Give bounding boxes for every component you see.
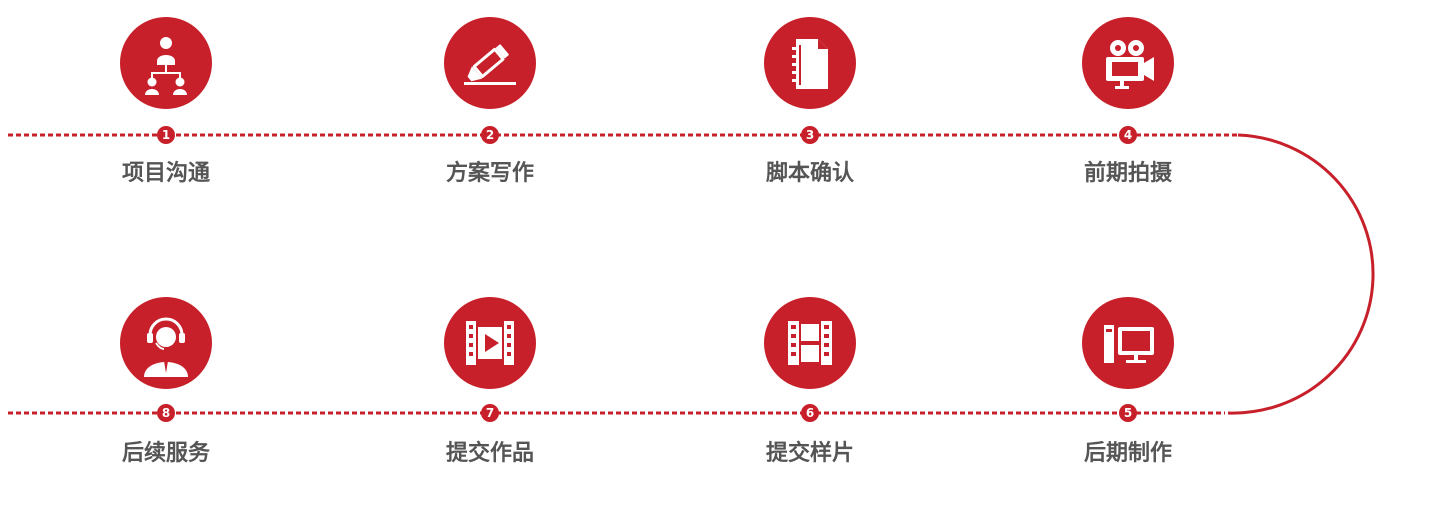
step-number-badge: 6 — [801, 404, 819, 422]
step-label: 项目沟通 — [121, 161, 210, 186]
step-number-badge: 7 — [481, 404, 499, 422]
step-number-badge: 2 — [481, 126, 499, 144]
pen-icon — [444, 17, 536, 109]
step-number-badge: 3 — [801, 126, 819, 144]
film-strip-icon — [764, 297, 856, 389]
step-number-badge: 5 — [1119, 404, 1137, 422]
turn-curve — [1227, 133, 1375, 415]
step-label: 前期拍摄 — [1083, 161, 1172, 186]
step-label: 后期制作 — [1083, 441, 1172, 466]
step-number-badge: 8 — [157, 404, 175, 422]
step-label: 后续服务 — [121, 441, 210, 466]
step-label: 方案写作 — [445, 161, 534, 186]
document-icon — [764, 17, 856, 109]
monitor-icon — [1082, 297, 1174, 389]
meeting-icon — [120, 17, 212, 109]
step-number-badge: 4 — [1119, 126, 1137, 144]
headset-icon — [120, 297, 212, 389]
video-play-icon — [444, 297, 536, 389]
step-number-badge: 1 — [157, 126, 175, 144]
step-label: 提交作品 — [445, 441, 534, 466]
video-camera-icon — [1082, 17, 1174, 109]
step-label: 脚本确认 — [765, 161, 854, 186]
step-label: 提交样片 — [765, 441, 854, 466]
